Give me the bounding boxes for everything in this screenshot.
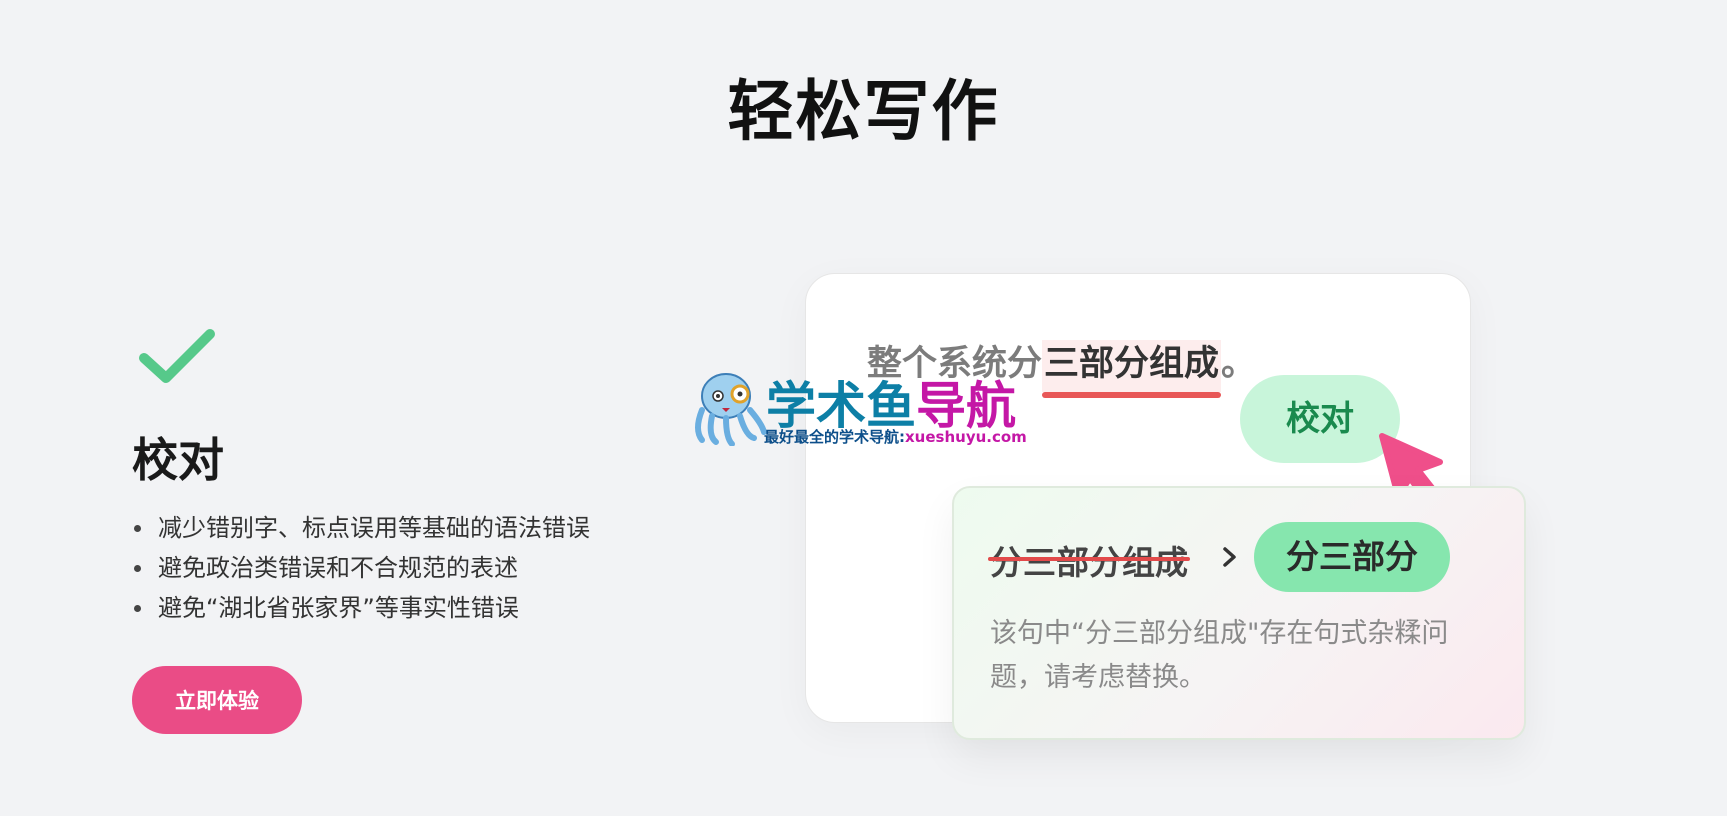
watermark-title-part2: 导航 <box>916 377 1016 435</box>
original-text: 分三部分组成 <box>988 536 1190 584</box>
feature-list: 减少错别字、标点误用等基础的语法错误 避免政治类错误和不合规范的表述 避免“湖北… <box>132 508 590 628</box>
watermark-title: 学术鱼导航 <box>766 366 1016 438</box>
try-now-button[interactable]: 立即体验 <box>132 666 302 734</box>
feature-list-item: 避免“湖北省张家界”等事实性错误 <box>132 588 590 628</box>
replacement-chip[interactable]: 分三部分 <box>1254 522 1450 592</box>
watermark-url: xueshuyu.com <box>905 428 1027 446</box>
feature-title: 校对 <box>132 433 224 487</box>
octopus-logo-icon <box>695 373 767 446</box>
suggestion-explanation: 该句中“分三部分组成"存在句式杂糅问题，请考虑替换。 <box>990 618 1449 693</box>
page-title: 轻松写作 <box>727 73 1000 150</box>
demo-sentence: 整个系统分三部分组成。 <box>867 335 1257 392</box>
proofread-chip[interactable]: 校对 <box>1240 375 1400 463</box>
watermark-subtitle: 最好最全的学术导航:xueshuyu.com <box>764 426 1027 447</box>
check-icon <box>139 329 215 383</box>
watermark-subtitle-text: 最好最全的学术导航: <box>764 428 905 446</box>
feature-list-item: 避免政治类错误和不合规范的表述 <box>132 548 590 588</box>
sentence-prefix: 整个系统分 <box>867 344 1043 384</box>
watermark: 学术鱼导航 最好最全的学术导航:xueshuyu.com <box>688 366 1048 456</box>
feature-list-item: 减少错别字、标点误用等基础的语法错误 <box>132 508 590 548</box>
watermark-title-part1: 学术鱼 <box>766 377 916 435</box>
chevron-right-icon <box>1223 547 1236 567</box>
sentence-suffix: 。 <box>1221 344 1257 384</box>
sentence-highlight: 三部分组成 <box>1042 340 1222 392</box>
